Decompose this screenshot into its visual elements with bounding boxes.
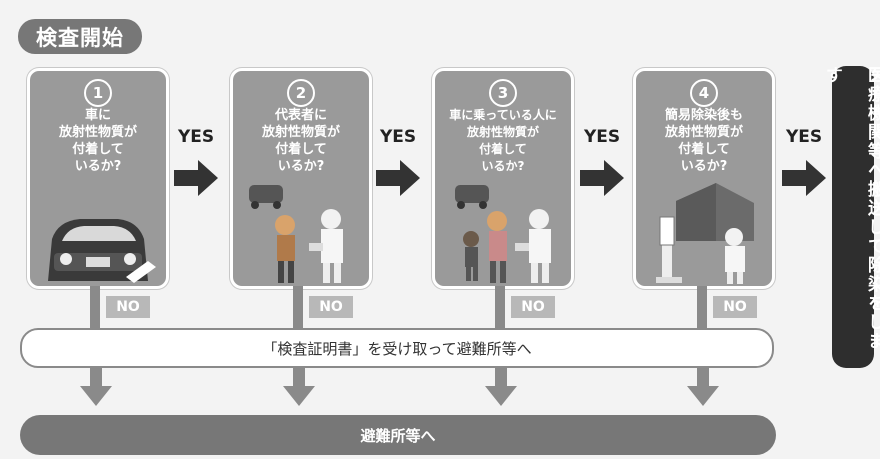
step-card-3: 3 車に乗っている人に 放射性物質が 付着して いるか? bbox=[432, 68, 574, 289]
certificate-bar: 「検査証明書」を受け取って避難所等へ bbox=[20, 328, 774, 368]
step-question-4: 簡易除染後も 放射性物質が 付着して いるか? bbox=[664, 108, 743, 174]
no-label-2: NO bbox=[309, 296, 353, 318]
no-connector bbox=[495, 286, 505, 328]
no-connector bbox=[697, 286, 707, 328]
person-inspection-illustration bbox=[249, 185, 343, 283]
final-action-text: 医療機関等へ搬送して除染をします bbox=[822, 66, 880, 351]
arrow-down-icon bbox=[80, 368, 112, 406]
step-number-1: 1 bbox=[84, 79, 112, 107]
step-question-1: 車に 放射性物質が 付着して いるか? bbox=[58, 108, 137, 174]
yes-label-1: YES bbox=[178, 127, 215, 147]
final-action-panel: 医療機関等へ搬送して除染をします bbox=[822, 66, 880, 368]
evacuation-text: 避難所等へ bbox=[360, 426, 436, 445]
step-number-3: 3 bbox=[489, 79, 517, 107]
step-question-2: 代表者に 放射性物質が 付着して いるか? bbox=[261, 108, 340, 174]
certificate-text: 「検査証明書」を受け取って避難所等へ bbox=[262, 339, 532, 358]
step-card-2: 2 代表者に 放射性物質が 付着して いるか? bbox=[230, 68, 372, 289]
arrow-down-icon bbox=[283, 368, 315, 406]
decontamination-tent-illustration bbox=[656, 183, 754, 284]
start-badge: 検査開始 bbox=[18, 19, 142, 54]
evacuation-bar: 避難所等へ bbox=[20, 415, 776, 455]
step-number-2: 2 bbox=[287, 79, 315, 107]
arrow-right-icon bbox=[580, 160, 624, 196]
arrow-right-icon bbox=[782, 160, 826, 196]
yes-label-2: YES bbox=[380, 127, 417, 147]
passengers-inspection-illustration bbox=[455, 185, 551, 283]
arrow-right-icon bbox=[376, 160, 420, 196]
no-connector bbox=[90, 286, 100, 328]
step-card-1: 1 車に 放射性物質が 付着して いるか? bbox=[27, 68, 169, 289]
no-label-4: NO bbox=[713, 296, 757, 318]
arrow-right-icon bbox=[174, 160, 218, 196]
no-connector bbox=[293, 286, 303, 328]
car-illustration bbox=[48, 219, 156, 283]
step-question-3: 車に乗っている人に 放射性物質が 付着して いるか? bbox=[449, 108, 557, 173]
arrow-down-icon bbox=[485, 368, 517, 406]
arrow-down-icon bbox=[687, 368, 719, 406]
yes-label-4: YES bbox=[786, 127, 823, 147]
step-number-4: 4 bbox=[690, 79, 718, 107]
no-label-1: NO bbox=[106, 296, 150, 318]
step-card-4: 4 簡易除染後も 放射性物質が 付着して いるか? bbox=[633, 68, 775, 289]
no-label-3: NO bbox=[511, 296, 555, 318]
yes-label-3: YES bbox=[584, 127, 621, 147]
